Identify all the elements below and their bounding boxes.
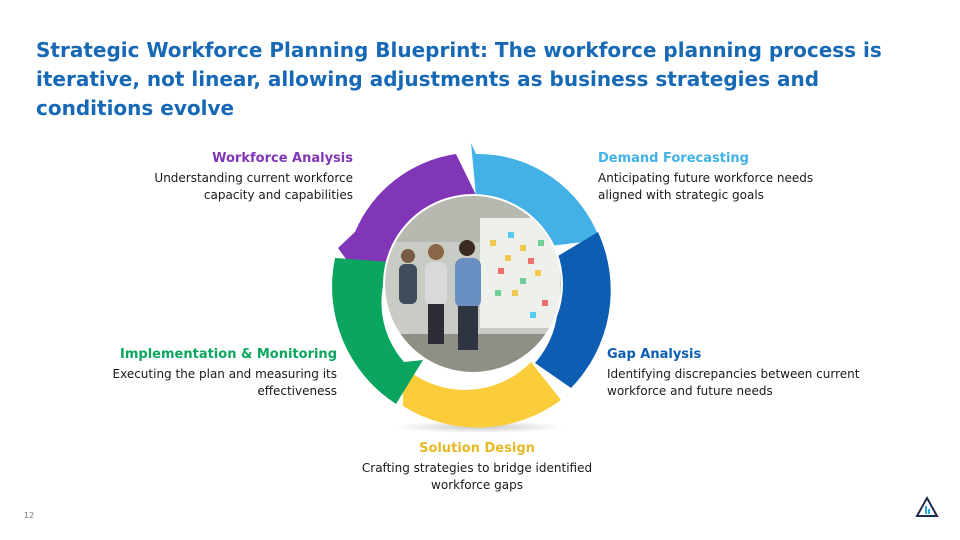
step-implementation-monitoring: Implementation & Monitoring Executing th… (80, 346, 337, 400)
step-title: Implementation & Monitoring (120, 347, 337, 362)
company-logo-icon (915, 495, 939, 517)
step-title: Solution Design (419, 441, 535, 456)
step-description: Anticipating future workforce needs alig… (598, 171, 814, 202)
page-number: 12 (24, 511, 35, 520)
step-demand-forecasting: Demand Forecasting Anticipating future w… (598, 150, 858, 204)
step-description: Executing the plan and measuring its eff… (112, 367, 337, 398)
segment-demand-forecasting (471, 143, 600, 246)
step-solution-design: Solution Design Crafting strategies to b… (342, 440, 612, 494)
team-whiteboard-photo (385, 196, 561, 372)
segment-implementation-monitoring (332, 258, 423, 404)
step-description: Crafting strategies to bridge identified… (361, 461, 593, 492)
segment-solution-design (403, 362, 561, 428)
step-description: Understanding current workforce capacity… (154, 171, 353, 202)
segment-workforce-analysis (338, 154, 476, 266)
step-gap-analysis: Gap Analysis Identifying discrepancies b… (607, 346, 867, 400)
step-title: Demand Forecasting (598, 151, 749, 166)
page-title: Strategic Workforce Planning Blueprint: … (36, 38, 882, 120)
step-workforce-analysis: Workforce Analysis Understanding current… (120, 150, 353, 204)
step-title: Gap Analysis (607, 347, 702, 362)
step-title: Workforce Analysis (212, 151, 353, 166)
step-description: Identifying discrepancies between curren… (607, 367, 860, 398)
